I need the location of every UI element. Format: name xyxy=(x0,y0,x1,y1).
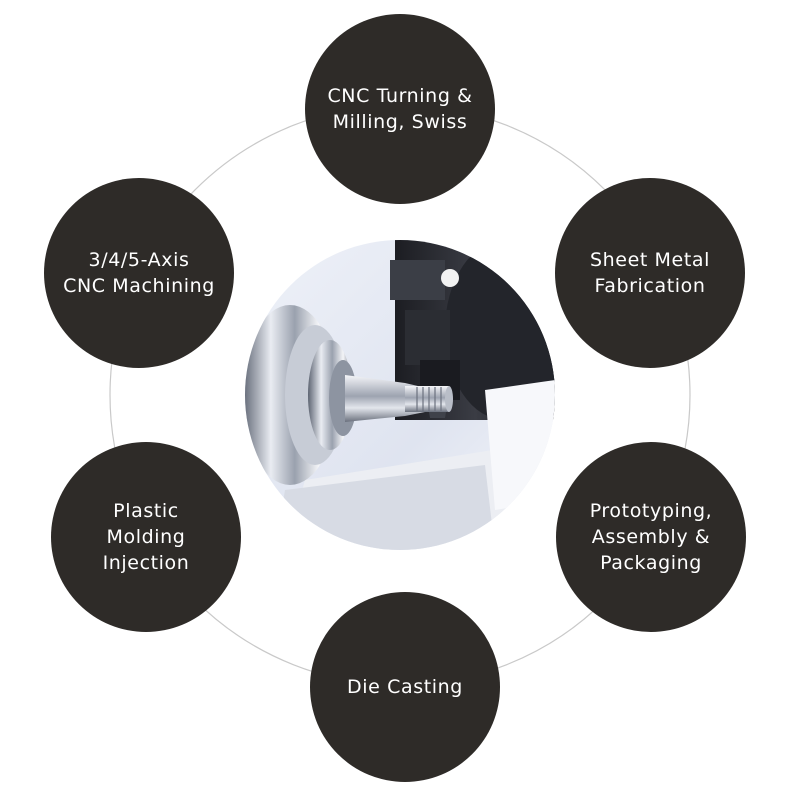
service-label: Plastic Molding Injection xyxy=(102,500,190,574)
service-node-sheet-metal: Sheet Metal Fabrication xyxy=(555,178,745,368)
service-label: 3/4/5-Axis CNC Machining xyxy=(63,249,215,297)
service-node-prototyping: Prototyping, Assembly & Packaging xyxy=(556,442,746,632)
center-photo-cnc-lathe xyxy=(245,240,555,550)
service-label: Prototyping, Assembly & Packaging xyxy=(589,500,713,574)
service-node-die-casting: Die Casting xyxy=(310,592,500,782)
service-node-plastic-molding: Plastic Molding Injection xyxy=(51,442,241,632)
cnc-lathe-illustration xyxy=(245,240,555,550)
service-node-cnc-turning-milling: CNC Turning & Milling, Swiss xyxy=(305,14,495,204)
service-label: Sheet Metal Fabrication xyxy=(589,249,711,297)
service-label: Die Casting xyxy=(347,676,463,698)
service-node-multi-axis-cnc: 3/4/5-Axis CNC Machining xyxy=(44,178,234,368)
service-label: CNC Turning & Milling, Swiss xyxy=(327,85,473,133)
